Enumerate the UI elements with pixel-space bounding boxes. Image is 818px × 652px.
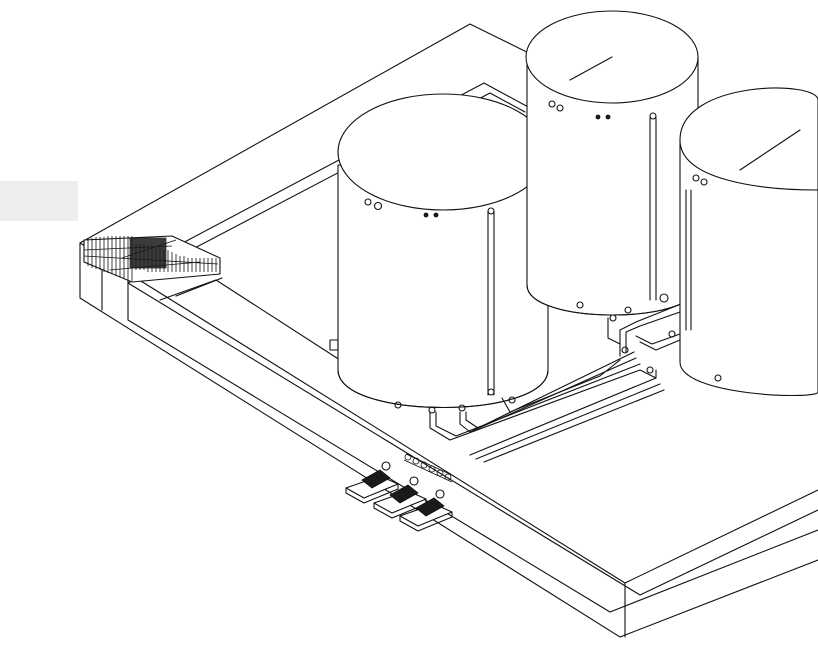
pump-skid-3[interactable] [399, 489, 453, 532]
access-stair[interactable] [83, 235, 221, 283]
pump-skid-1[interactable] [345, 461, 399, 504]
pump-skid-2[interactable] [373, 476, 427, 519]
piping-manifold[interactable] [429, 305, 681, 463]
storage-tank-c[interactable] [679, 87, 818, 397]
valve-array[interactable] [403, 453, 455, 483]
side-panel-tab[interactable] [0, 181, 78, 221]
storage-tank-b[interactable] [525, 10, 699, 316]
containment-pad [79, 23, 818, 638]
storage-tank-a[interactable] [329, 93, 549, 414]
